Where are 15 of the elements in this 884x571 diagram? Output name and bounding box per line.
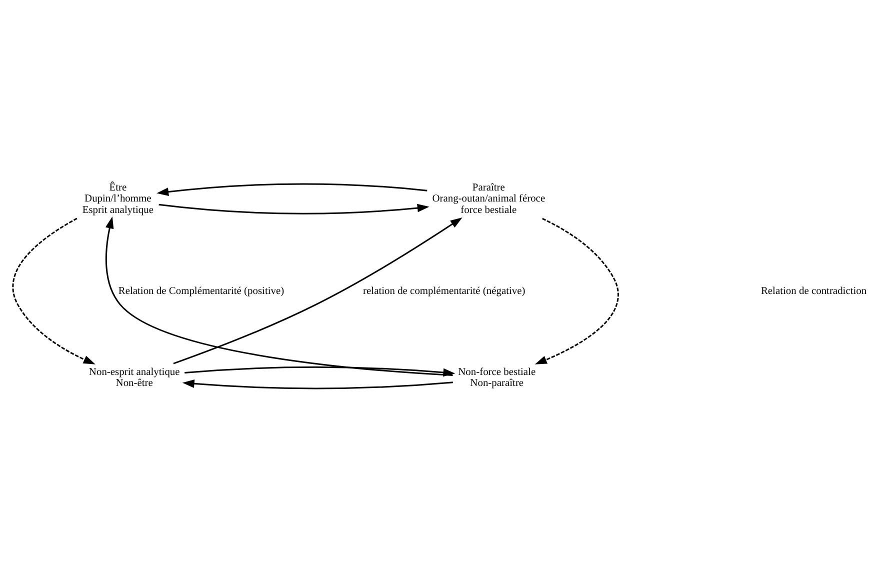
arrow — [12, 218, 96, 364]
label: Relation de contradiction — [760, 286, 867, 297]
edge-label: relation de complémentarité (négative) — [363, 286, 526, 297]
arrow — [105, 216, 453, 376]
arrow — [184, 366, 456, 377]
arrow — [158, 204, 430, 214]
node-text: Non-force bestiale Non-paraître — [458, 366, 536, 390]
arrow — [534, 218, 619, 364]
node-text: Être Dupin/l’homme Esprit analytique — [82, 182, 154, 216]
node-text: Non-esprit analytique Non-être — [88, 366, 180, 390]
arrow — [173, 217, 462, 364]
node-text: Paraître Orang-outan/animal féroce force bestiale — [432, 182, 546, 216]
arrow — [156, 183, 428, 196]
arrow — [182, 380, 454, 390]
edge-label: Relation de Complémentarité (positive) — [118, 286, 284, 297]
